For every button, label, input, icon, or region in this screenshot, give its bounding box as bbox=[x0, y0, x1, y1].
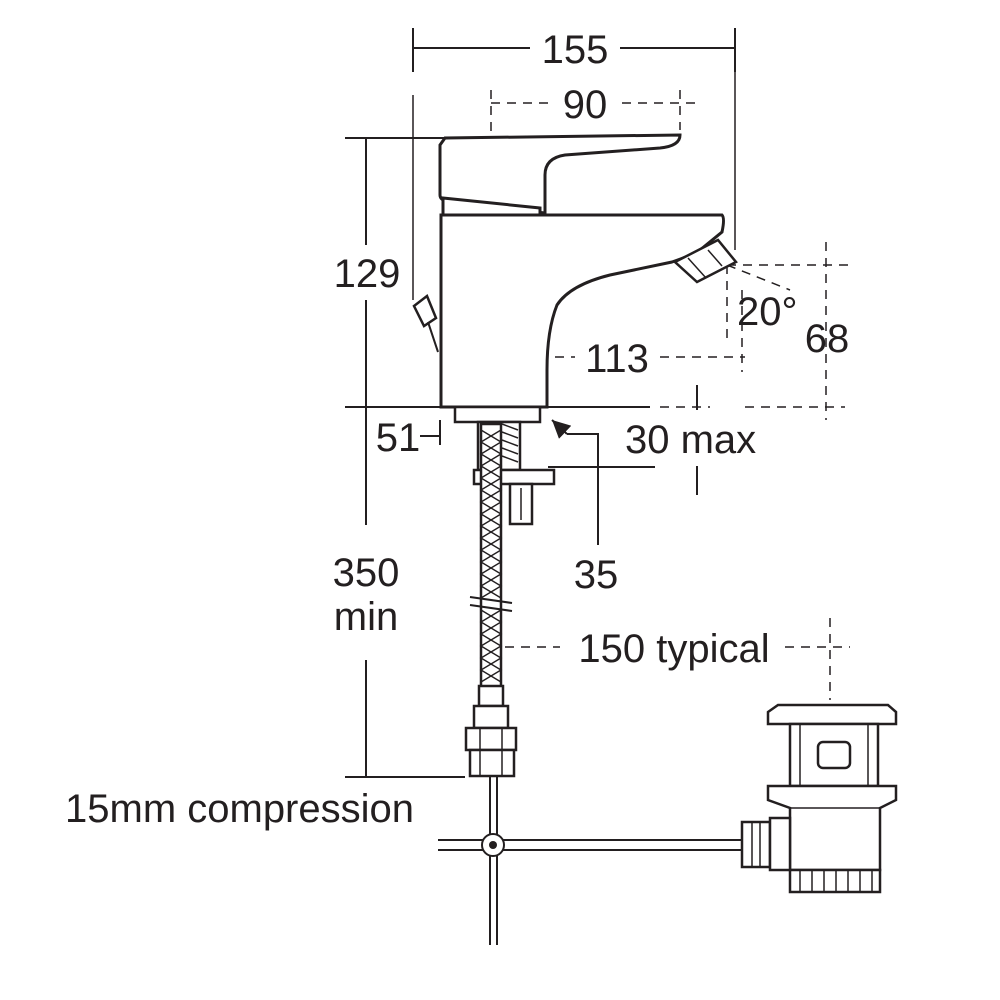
label-tail-length-unit: min bbox=[334, 595, 398, 639]
label-tail-offset: 35 bbox=[574, 553, 619, 597]
label-connection: 15mm compression bbox=[65, 787, 414, 831]
label-overall-width: 155 bbox=[542, 28, 609, 72]
pipework bbox=[438, 777, 745, 945]
label-spout-reach: 113 bbox=[585, 337, 649, 381]
dimension-labels: 155 90 129 20° 68 113 51 30 max 35 350 m… bbox=[65, 28, 849, 831]
label-spout-height: 68 bbox=[805, 317, 850, 361]
label-handle-width: 90 bbox=[563, 83, 608, 127]
label-deck-thickness: 30 max bbox=[625, 418, 756, 462]
popup-waste bbox=[740, 703, 898, 894]
label-base-offset: 51 bbox=[376, 416, 421, 460]
faucet-body bbox=[412, 133, 738, 424]
tail-and-hose bbox=[464, 420, 556, 778]
label-height: 129 bbox=[334, 252, 401, 296]
label-angle: 20° bbox=[737, 290, 798, 334]
label-waste-distance: 150 typical bbox=[578, 627, 769, 671]
label-tail-length-value: 350 bbox=[333, 551, 400, 595]
dimension-lines bbox=[345, 28, 850, 778]
